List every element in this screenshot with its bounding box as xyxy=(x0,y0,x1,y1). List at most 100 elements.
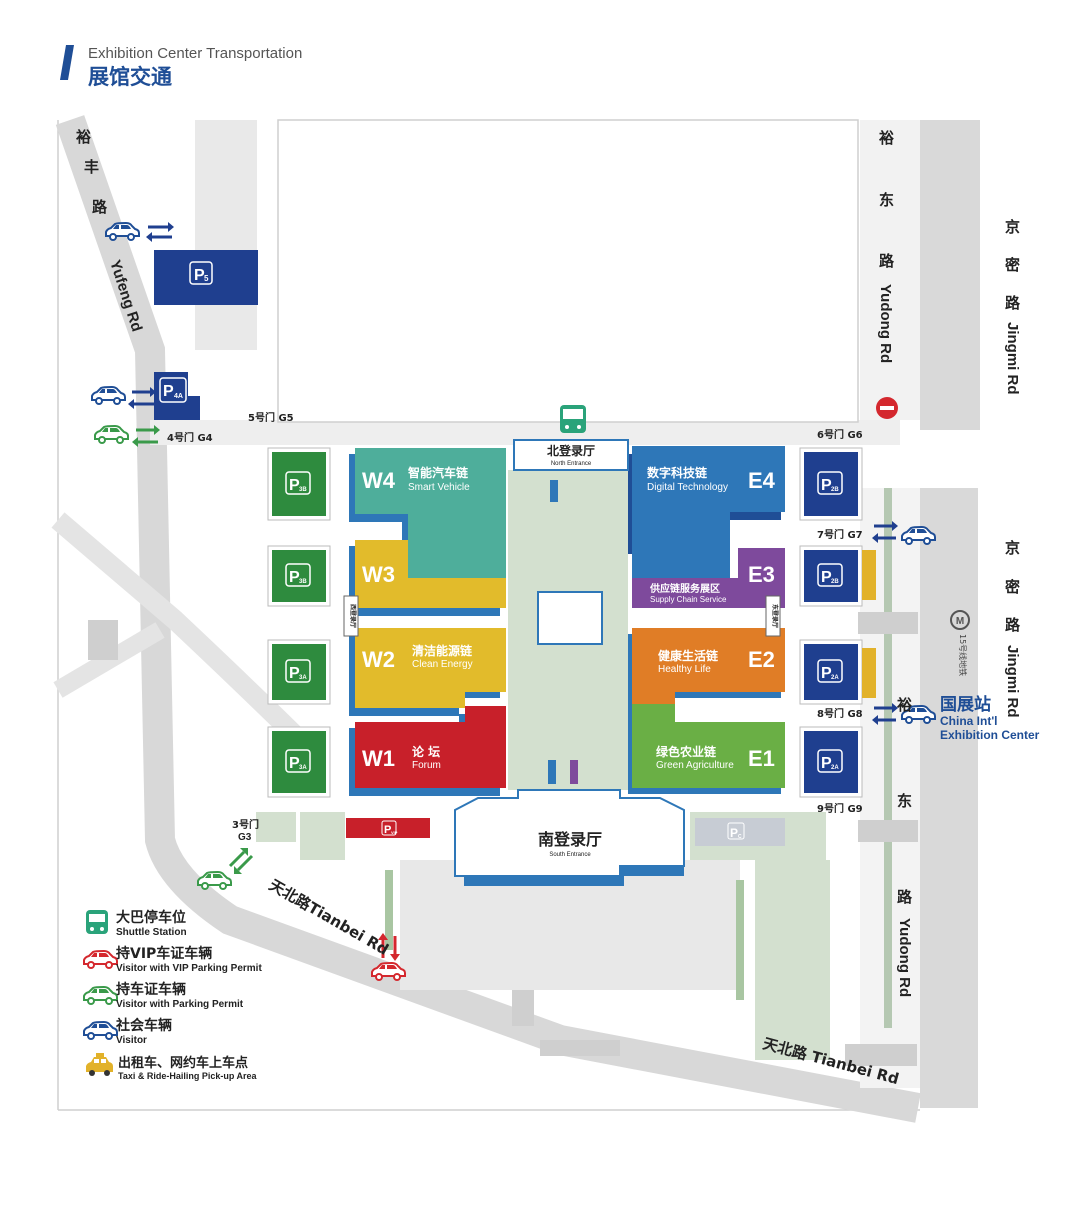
legend-item-permit: 持车证车辆 Visitor with Parking Permit xyxy=(83,981,244,1010)
hall-e3[interactable]: E3 供应链服务展区 Supply Chain Service xyxy=(632,548,785,608)
p5-main: P xyxy=(194,267,205,284)
two-way-arrow-icon xyxy=(128,387,156,409)
roads xyxy=(51,115,980,1123)
road-jingmi-mid-en: Jingmi Rd xyxy=(1004,645,1021,718)
road-jingmi-top-zh-2: 密 xyxy=(1005,256,1020,274)
station-name-zh: 国展站 xyxy=(940,694,991,715)
permit-car-icon xyxy=(197,871,232,890)
station-name-en-line2: Exhibition Center xyxy=(940,728,1040,742)
hall-e1-zh: 绿色农业链 xyxy=(656,744,717,759)
p3b-1-main: P xyxy=(289,477,300,494)
parking-p5[interactable]: P 5 xyxy=(154,250,258,305)
legend-vip-en: Visitor with VIP Parking Permit xyxy=(116,963,262,974)
hall-e1[interactable]: E1 绿色农业链 Green Agriculture xyxy=(628,704,785,794)
legend-shuttle-en: Shuttle Station xyxy=(116,927,187,938)
p3a-2-sub: 3A xyxy=(299,765,307,771)
parking-p3a-1[interactable]: P 3A xyxy=(272,644,326,700)
gate-g5: 5号门 G5 xyxy=(248,411,294,424)
hall-w2-en: Clean Energy xyxy=(412,659,473,670)
north-entrance-zh: 北登录厅 xyxy=(547,443,595,458)
hall-w1[interactable]: W1 论 坛 Forum xyxy=(349,706,506,796)
hall-w1-zh: 论 坛 xyxy=(412,744,440,759)
parking-p4a[interactable]: P 4A xyxy=(154,372,200,420)
hall-e4-en: Digital Technology xyxy=(647,482,728,493)
gate-g9: 9号门 G9 xyxy=(817,802,863,815)
p2b-2-sub: 2B xyxy=(831,579,839,585)
legend-visitor-zh: 社会车辆 xyxy=(115,1017,172,1034)
pvip-sub: VIP xyxy=(391,830,398,835)
hall-e2[interactable]: E2 健康生活链 Healthy Life xyxy=(628,628,785,712)
parking-p3a-2[interactable]: P 3A xyxy=(272,731,326,793)
road-yudong-top-zh-1: 裕 xyxy=(878,129,894,147)
gate-g3-line2: G3 xyxy=(238,832,252,843)
legend-taxi-zh: 出租车、网约车上车点 xyxy=(118,1055,248,1071)
legend-vip-zh: 持VIP车证车辆 xyxy=(116,945,212,962)
svg-text:M: M xyxy=(956,616,964,627)
hall-w2[interactable]: W2 清洁能源链 Clean Energy xyxy=(349,628,506,716)
hall-e2-code: E2 xyxy=(748,647,775,672)
parking-p3b-1[interactable]: P 3B xyxy=(272,452,326,516)
subway-line-label: 15号线地铁 xyxy=(958,634,968,676)
hall-e1-en: Green Agriculture xyxy=(656,760,734,771)
legend-shuttle-zh: 大巴停车位 xyxy=(116,909,186,926)
parking-vip[interactable]: P VIP xyxy=(346,818,430,838)
visitor-car-icon xyxy=(91,386,126,405)
car-icon xyxy=(83,1021,118,1040)
hall-w4[interactable]: W4 智能汽车链 Smart Vehicle xyxy=(349,448,506,584)
gate-g8: 8号门 G8 xyxy=(817,707,863,720)
south-entrance-zh: 南登录厅 xyxy=(538,830,602,849)
gate-g6: 6号门 G6 xyxy=(817,428,863,441)
crosswalks xyxy=(88,612,918,1066)
legend-permit-zh: 持车证车辆 xyxy=(116,981,186,998)
bus-icon xyxy=(86,910,108,934)
hall-e2-en: Healthy Life xyxy=(658,664,711,675)
parking-p3b-2[interactable]: P 3B xyxy=(272,550,326,602)
p2a-2-main: P xyxy=(821,755,832,772)
hall-w4-code: W4 xyxy=(362,468,396,493)
taxi-pickup-marker xyxy=(862,550,876,600)
p3a-1-main: P xyxy=(289,665,300,682)
header-subtitle: Exhibition Center Transportation xyxy=(88,45,302,62)
parking-pc[interactable]: P C xyxy=(695,818,785,846)
legend-taxi-en: Taxi & Ride-Hailing Pick-up Area xyxy=(118,1071,258,1081)
p2b-1-sub: 2B xyxy=(831,487,839,493)
subway-station[interactable]: M 15号线地铁 国展站 China Int'l Exhibition Cent… xyxy=(940,610,1040,742)
two-way-arrow-icon xyxy=(146,222,174,242)
hall-w4-en: Smart Vehicle xyxy=(408,482,470,493)
parking-p2a-2[interactable]: P 2A xyxy=(804,731,858,793)
north-entrance-en: North Entrance xyxy=(551,461,592,467)
north-entrance[interactable]: 北登录厅 North Entrance xyxy=(513,439,629,471)
parking-p2b-2[interactable]: P 2B xyxy=(804,550,858,602)
pvip-main: P xyxy=(384,824,391,836)
two-way-arrow-icon xyxy=(378,933,400,961)
legend-item-vip: 持VIP车证车辆 Visitor with VIP Parking Permit xyxy=(83,945,262,974)
road-yudong-top-en: Yudong Rd xyxy=(877,284,894,363)
hall-e4[interactable]: E4 数字科技链 Digital Technology xyxy=(628,446,785,554)
p3b-1-sub: 3B xyxy=(299,487,307,493)
hall-w3[interactable]: W3 xyxy=(349,540,506,616)
west-entrance-label: 西登录厅 xyxy=(349,604,357,628)
road-yufeng-zh-3: 路 xyxy=(92,198,108,216)
north-block xyxy=(277,119,859,423)
road-yudong-bottom-zh-1: 裕 xyxy=(896,696,912,714)
hall-w2-zh: 清洁能源链 xyxy=(412,643,473,658)
parking-p2a-1[interactable]: P 2A xyxy=(804,644,858,700)
south-entrance[interactable]: 南登录厅 South Entrance xyxy=(454,789,685,886)
p3b-2-sub: 3B xyxy=(299,579,307,585)
permit-car-icon xyxy=(94,425,129,444)
road-yufeng-zh-2: 丰 xyxy=(84,158,99,176)
p5-sub: 5 xyxy=(204,274,209,283)
road-jingmi-mid-zh-1: 京 xyxy=(1005,539,1020,557)
two-way-arrow-icon xyxy=(228,848,254,874)
legend-item-shuttle: 大巴停车位 Shuttle Station xyxy=(86,909,187,938)
car-icon xyxy=(83,986,118,1005)
p4a-sub: 4A xyxy=(174,393,183,400)
taxi-icon xyxy=(86,1053,113,1076)
hall-e2-zh: 健康生活链 xyxy=(658,648,719,663)
parking-p2b-1[interactable]: P 2B xyxy=(804,452,858,516)
hall-w1-code: W1 xyxy=(362,746,395,771)
hall-e4-zh: 数字科技链 xyxy=(647,465,708,480)
road-yudong-bottom-en: Yudong Rd xyxy=(896,918,913,997)
road-yudong-top-zh-3: 路 xyxy=(879,252,895,270)
